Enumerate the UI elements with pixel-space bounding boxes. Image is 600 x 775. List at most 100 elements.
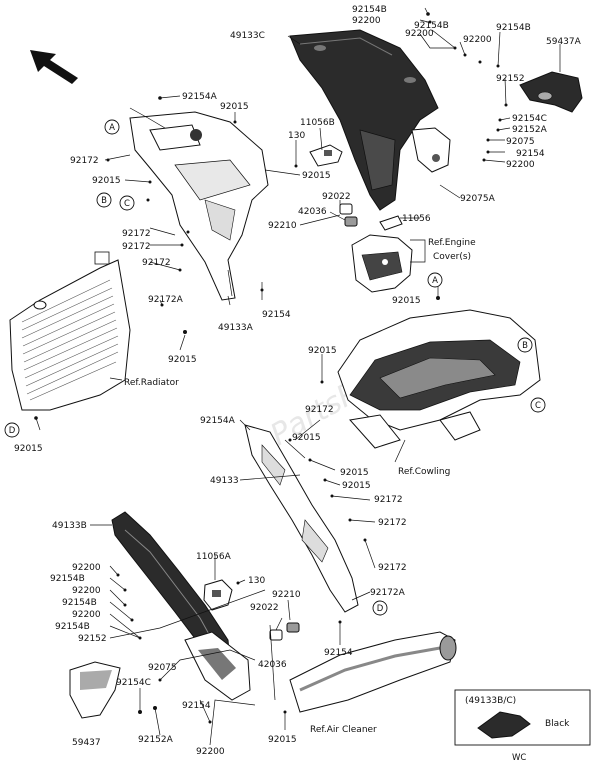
direction-arrow-icon: [30, 50, 78, 84]
callout-a-top: A: [104, 119, 120, 135]
bracket-11056b[interactable]: [309, 144, 343, 167]
part-number-label: 92022: [250, 603, 279, 613]
part-number-label: 92200: [463, 35, 492, 45]
part-number-label: 92172: [122, 229, 151, 239]
inner-panel-49133[interactable]: [244, 424, 359, 613]
part-number-label: 92200: [72, 586, 101, 596]
part-number-label: 49133C: [230, 31, 265, 41]
reference-label: Ref.Engine: [428, 238, 476, 248]
part-number-label: 92210: [272, 590, 301, 600]
part-number-label: 49133: [210, 476, 239, 486]
part-number-label: 92200: [72, 610, 101, 620]
air-cleaner-ref: [289, 631, 457, 713]
reference-label: Ref.Air Cleaner: [310, 725, 377, 735]
part-number-label: 11056: [402, 214, 431, 224]
part-number-label: 92172: [374, 495, 403, 505]
part-number-label: 92154B: [62, 598, 97, 608]
part-number-label: 92154B: [50, 574, 85, 584]
part-number-label: 59437: [72, 738, 101, 748]
part-number-label: 92075A: [460, 194, 496, 204]
callout-c-right: C: [530, 397, 546, 413]
leader-lines: [35, 7, 561, 746]
part-number-label: 92172: [378, 518, 407, 528]
grommet-42036-top[interactable]: [344, 216, 358, 227]
engine-cover-ref: [351, 234, 413, 293]
bracket-11056a[interactable]: [203, 579, 233, 611]
inner-cowl-49133c[interactable]: [289, 29, 439, 211]
part-number-label: 92172: [378, 563, 407, 573]
part-number-label: 92015: [342, 481, 371, 491]
part-number-label: 42036: [258, 660, 287, 670]
part-number-label: 92015: [340, 468, 369, 478]
part-number-label: 92015: [168, 355, 197, 365]
part-number-label: 92172A: [148, 295, 184, 305]
inner-panel-49133a[interactable]: [129, 111, 269, 301]
part-number-label: 92200: [506, 160, 535, 170]
collar-92022-top[interactable]: [339, 203, 353, 215]
callout-b-top: B: [96, 192, 112, 208]
reference-label: Ref.Cowling: [398, 467, 450, 477]
diagram-code: WC: [512, 753, 526, 763]
part-number-label: 92015: [308, 346, 337, 356]
part-number-label: 92152: [78, 634, 107, 644]
part-number-label: 130: [288, 131, 305, 141]
part-number-label: 92154B: [352, 5, 387, 15]
part-number-label: 92172: [305, 405, 334, 415]
part-number-label: 92200: [352, 16, 381, 26]
part-number-label: 92015: [14, 444, 43, 454]
part-number-label: 92015: [268, 735, 297, 745]
legend-color-label: Black: [545, 719, 570, 729]
part-number-label: 49133A: [218, 323, 254, 333]
part-number-label: 92015: [302, 171, 331, 181]
part-number-label: 92015: [392, 296, 421, 306]
reference-label: Ref.Radiator: [124, 378, 179, 388]
legend-title: (49133B/C): [465, 696, 516, 706]
part-number-label: 92022: [322, 192, 351, 202]
part-number-label: 92015: [292, 433, 321, 443]
callout-letter: B: [101, 196, 107, 206]
part-number-label: 92154: [516, 149, 545, 159]
part-number-label: 92154: [182, 701, 211, 711]
part-number-label: 130: [248, 576, 265, 586]
part-number-label: 92154B: [414, 21, 449, 31]
part-number-label: 11056B: [300, 118, 335, 128]
part-number-label: 92154: [262, 310, 291, 320]
part-number-label: 92154A: [200, 416, 236, 426]
callout-d-bottom: D: [372, 600, 388, 616]
callout-d-left: D: [4, 422, 20, 438]
part-number-label: 92200: [196, 747, 225, 757]
part-number-label: 92172A: [370, 588, 406, 598]
part-number-label: 92210: [268, 221, 297, 231]
part-number-label: 92154C: [116, 678, 151, 688]
callout-letter: C: [535, 401, 541, 411]
reference-label: Cover(s): [433, 252, 471, 262]
radiator-ref: [9, 251, 131, 411]
cowling-ref: [337, 309, 541, 449]
lower-bracket[interactable]: [184, 631, 251, 701]
part-number-label: 92015: [92, 176, 121, 186]
part-number-label: 49133B: [52, 521, 87, 531]
collar-92022-bottom[interactable]: [269, 629, 283, 641]
callout-letter: A: [432, 276, 438, 286]
grommet-42036-bottom[interactable]: [286, 622, 300, 633]
part-number-label: 92152: [496, 74, 525, 84]
reference-labels: Ref.Engine Cover(s) Ref.Radiator Ref.Cow…: [124, 238, 476, 735]
side-bracket-59437[interactable]: [69, 661, 121, 719]
part-number-label: 92200: [405, 29, 434, 39]
part-number-label: 92154B: [55, 622, 90, 632]
callout-letter: D: [377, 604, 384, 614]
callout-letter: C: [124, 199, 130, 209]
part-labels: 92154B 92200 49133C 92200 92154B 92200 9…: [14, 5, 582, 757]
callout-b-right: B: [517, 337, 533, 353]
part-number-label: 92200: [72, 563, 101, 573]
part-number-label: 92015: [220, 102, 249, 112]
part-number-label: 92152A: [512, 125, 548, 135]
side-bracket-59437a[interactable]: [519, 71, 583, 113]
upper-right-bracket[interactable]: [411, 127, 451, 173]
part-number-label: 92154A: [182, 92, 218, 102]
part-number-label: 92075: [506, 137, 535, 147]
bolt-11056[interactable]: [379, 215, 403, 231]
part-number-label: 92154B: [496, 23, 531, 33]
